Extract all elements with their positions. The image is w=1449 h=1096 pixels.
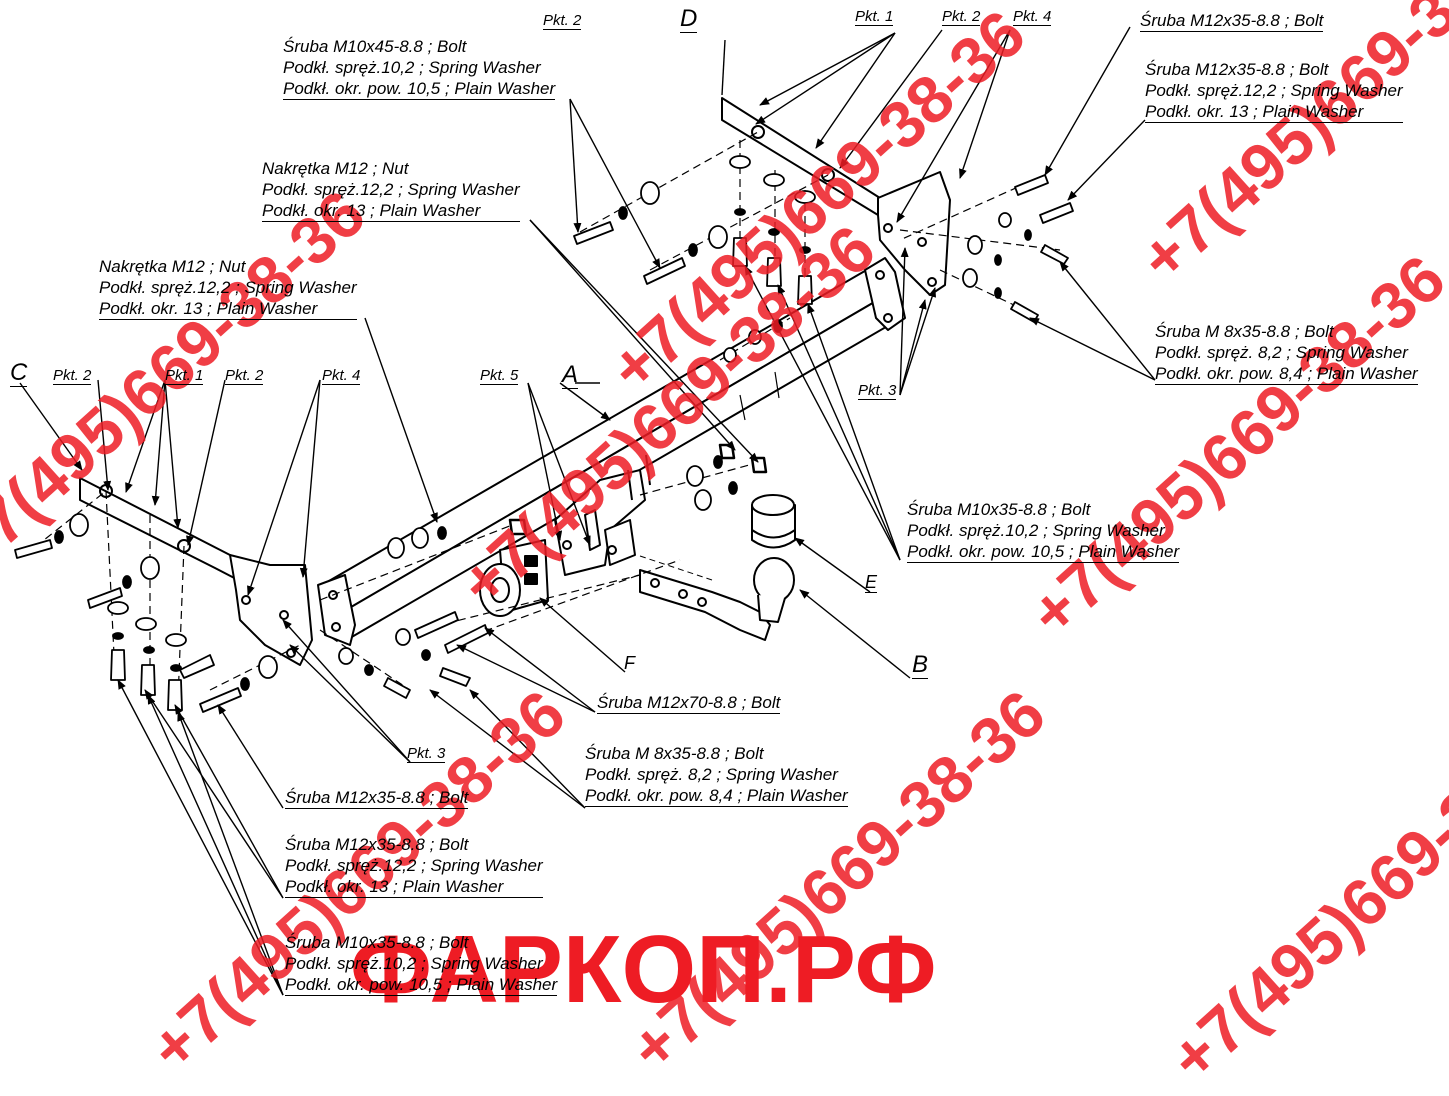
callout-line: Podkł. spręż.12,2 ; Spring Washer [262,180,520,199]
letter-f: F [624,653,635,673]
callout-line: Śruba M12x35-8.8 ; Bolt [1140,11,1324,32]
callout-line: Podkł. spręż.12,2 ; Spring Washer [1145,81,1403,100]
tag-pkt3-right: Pkt. 3 [858,382,897,400]
callout-line: Podkł. okr. pow. 8,4 ; Plain Washer [1155,364,1418,385]
ball-cap-e [751,494,796,549]
ball-arm-b [639,555,795,641]
callout-line: Podkł. okr. pow. 8,4 ; Plain Washer [585,786,848,807]
callout-line: Nakrętka M12 ; Nut [262,159,409,178]
tag-pkt2-left-2: Pkt. 2 [225,367,264,385]
callout-nut-left: Nakrętka M12 ; Nut Podkł. spręż.12,2 ; S… [99,256,357,320]
tag-pkt3-bottom: Pkt. 3 [407,745,446,763]
callout-top-right-bolt: Śruba M12x35-8.8 ; Bolt [1140,10,1324,32]
callout-line: Podkł. okr. 13 ; Plain Washer [262,200,520,222]
callout-right-bolt-washers: Śruba M12x35-8.8 ; Bolt Podkł. spręż.12,… [1145,59,1403,123]
callout-line: Podkł. okr. pow. 10,5 ; Plain Washer [283,79,556,100]
letter-e: E [865,572,878,593]
callout-line: Podkł. spręż. 8,2 ; Spring Washer [585,765,838,784]
tag-pkt1-top: Pkt. 1 [855,8,894,26]
tag-pkt4-top: Pkt. 4 [1013,8,1052,26]
callout-line: Podkł. okr. pow. 10,5 ; Plain Washer [285,975,558,996]
tag-pkt1-left: Pkt. 1 [165,367,204,385]
tag-pkt2-top: Pkt. 2 [543,12,582,30]
bracket-d [721,97,951,296]
callout-line: Podkł. spręż.10,2 ; Spring Washer [907,521,1165,540]
right-flange [864,257,906,331]
callout-line: Podkł. spręż.12,2 ; Spring Washer [285,856,543,875]
callout-bottom-m12-washers: Śruba M12x35-8.8 ; Bolt Podkł. spręż.12,… [285,834,543,898]
callout-line: Śruba M10x35-8.8 ; Bolt [285,933,469,952]
left-flange [317,574,356,646]
callout-center-m10: Śruba M10x35-8.8 ; Bolt Podkł. spręż.10,… [907,499,1180,563]
callout-line: Nakrętka M12 ; Nut [99,257,246,276]
tag-pkt4-left: Pkt. 4 [322,367,361,385]
callout-line: Śruba M10x45-8.8 ; Bolt [283,37,467,56]
callout-line: Śruba M12x35-8.8 ; Bolt [285,835,469,854]
callout-nut-upper: Nakrętka M12 ; Nut Podkł. spręż.12,2 ; S… [262,158,520,222]
callout-line: Śruba M12x35-8.8 ; Bolt [1145,60,1329,79]
letter-b: B [912,651,929,679]
callout-line: Podkł. okr. 13 ; Plain Washer [285,876,543,898]
callout-m12x70: Śruba M12x70-8.8 ; Bolt [597,692,781,714]
callout-bottom-m8: Śruba M 8x35-8.8 ; Bolt Podkł. spręż. 8,… [585,743,848,807]
callout-line: Podkł. okr. pow. 10,5 ; Plain Washer [907,542,1180,563]
fasteners [14,155,1074,713]
callout-line: Podkł. spręż. 8,2 ; Spring Washer [1155,343,1408,362]
tag-pkt5: Pkt. 5 [480,367,519,385]
callout-bottom-m12-single: Śruba M12x35-8.8 ; Bolt [285,787,469,809]
callout-top-left-bolt: Śruba M10x45-8.8 ; Bolt Podkł. spręż.10,… [283,36,556,100]
bracket-c [79,477,313,666]
callout-line: Śruba M 8x35-8.8 ; Bolt [1155,322,1334,341]
callout-line: Śruba M10x35-8.8 ; Bolt [907,500,1091,519]
letter-c: C [10,359,28,387]
callout-line: Podkł. spręż.10,2 ; Spring Washer [285,954,543,973]
callout-line: Podkł. spręż.12,2 ; Spring Washer [99,278,357,297]
tag-pkt2-left: Pkt. 2 [53,367,92,385]
callout-line: Podkł. okr. 13 ; Plain Washer [1145,101,1403,123]
callout-line: Śruba M12x70-8.8 ; Bolt [597,693,781,714]
letter-d: D [680,5,698,33]
callout-line: Podkł. okr. 13 ; Plain Washer [99,298,357,320]
callout-bottom-m10: Śruba M10x35-8.8 ; Bolt Podkł. spręż.10,… [285,932,558,996]
callout-line: Podkł. spręż.10,2 ; Spring Washer [283,58,541,77]
callout-right-m8: Śruba M 8x35-8.8 ; Bolt Podkł. spręż. 8,… [1155,321,1418,385]
callout-line: Śruba M12x35-8.8 ; Bolt [285,788,469,809]
tag-pkt2-top-right: Pkt. 2 [942,8,981,26]
letter-a: A [562,361,579,389]
technical-drawing [14,26,1156,996]
callout-line: Śruba M 8x35-8.8 ; Bolt [585,744,764,763]
